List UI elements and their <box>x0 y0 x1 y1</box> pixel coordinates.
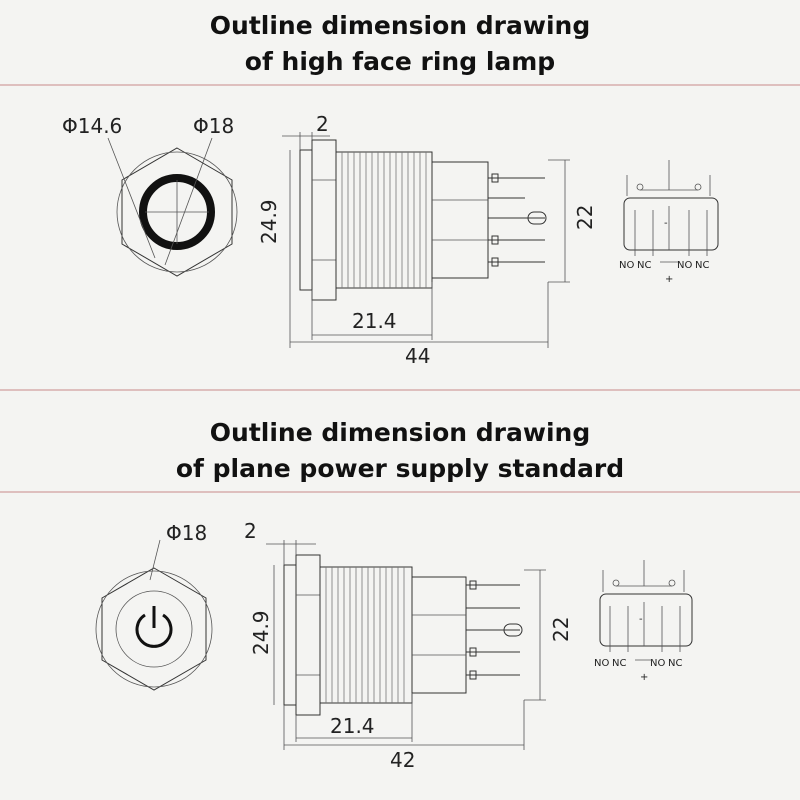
thread-lines <box>341 152 427 288</box>
pin-label-no-1: NO <box>619 260 634 271</box>
front-view-ring-lamp: Φ14.6 Φ18 <box>62 114 238 277</box>
pin-label-no-2: NO <box>677 260 692 271</box>
hex-nut-outline <box>121 147 233 277</box>
pin-label-nc-3: NC <box>612 658 626 669</box>
flange-thickness-label: 2 <box>316 112 329 136</box>
rear-housing-2 <box>411 576 467 694</box>
flange <box>299 149 313 291</box>
pin-label-no-3: NO <box>594 658 609 669</box>
outer-diameter-label: Φ18 <box>193 114 234 138</box>
plus-label-1: + <box>665 274 673 285</box>
front-view-power-lamp: Φ18 <box>95 521 213 691</box>
total-length-label-2: 42 <box>390 748 415 772</box>
outer-circle-2 <box>95 570 213 688</box>
title-line-1: Outline dimension drawing <box>209 11 591 40</box>
terminal-height-label-2: 22 <box>549 617 573 642</box>
leader-outer-2 <box>149 539 161 581</box>
title-line-1: Outline dimension drawing <box>209 418 591 447</box>
body-length-label: 21.4 <box>352 309 397 333</box>
side-view-ring-lamp: 2 24.9 22 21.4 44 <box>257 112 597 368</box>
hex-nut-side <box>311 139 337 301</box>
hex-nut-side-2 <box>295 554 321 716</box>
body-length-label-2: 21.4 <box>330 714 375 738</box>
pin-label-nc-2: NC <box>695 260 709 271</box>
hex-height-label-2: 24.9 <box>249 610 273 655</box>
section-title-ring-lamp: Outline dimension drawing of high face r… <box>0 8 800 80</box>
minus-label-1: - <box>664 218 668 229</box>
terminals <box>488 173 547 267</box>
led-ring <box>139 174 215 250</box>
terminal-height-label: 22 <box>573 205 597 230</box>
pin-label-no-4: NO <box>650 658 665 669</box>
wiring-diagram-1: - NO NC NO NC + <box>619 160 719 285</box>
thread-lines-2 <box>325 567 405 703</box>
wiring-diagram-2: - NO NC NO NC + <box>594 560 693 683</box>
leader-inner <box>107 137 156 259</box>
plus-label-2: + <box>640 672 648 683</box>
flange-thickness-label-2: 2 <box>244 519 257 543</box>
terminals-2 <box>466 580 523 680</box>
total-length-label: 44 <box>405 344 430 368</box>
power-icon <box>135 606 173 648</box>
side-view-power-lamp: 2 24.9 22 21.4 42 <box>244 519 573 772</box>
outer-circle <box>116 151 238 273</box>
title-line-2: of high face ring lamp <box>244 47 556 76</box>
rear-housing <box>431 161 489 279</box>
hex-height-label: 24.9 <box>257 199 281 244</box>
hex-nut-outline-2 <box>101 567 207 691</box>
outer-diameter-label-2: Φ18 <box>166 521 207 545</box>
leader-outer <box>164 137 213 266</box>
flange-2 <box>283 564 297 706</box>
title-line-2: of plane power supply standard <box>175 454 625 483</box>
inner-diameter-label: Φ14.6 <box>62 114 122 138</box>
pin-label-nc-4: NC <box>668 658 682 669</box>
section-title-power-supply: Outline dimension drawing of plane power… <box>0 415 800 487</box>
pin-label-nc-1: NC <box>637 260 651 271</box>
minus-label-2: - <box>639 614 643 625</box>
